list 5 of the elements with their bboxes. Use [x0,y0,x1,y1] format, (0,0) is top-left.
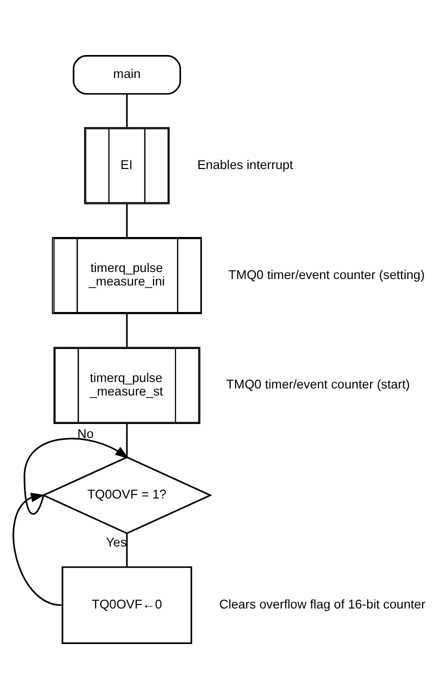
edge-label: No [76,426,94,440]
node-label: TMQ0 timer/event counter (setting) [228,267,424,282]
node-label: Clears overflow flag of 16-bit counter [218,596,425,611]
node-label: TMQ0 timer/event counter (start) [226,377,410,392]
node-label: Enables interrupt [196,157,293,172]
